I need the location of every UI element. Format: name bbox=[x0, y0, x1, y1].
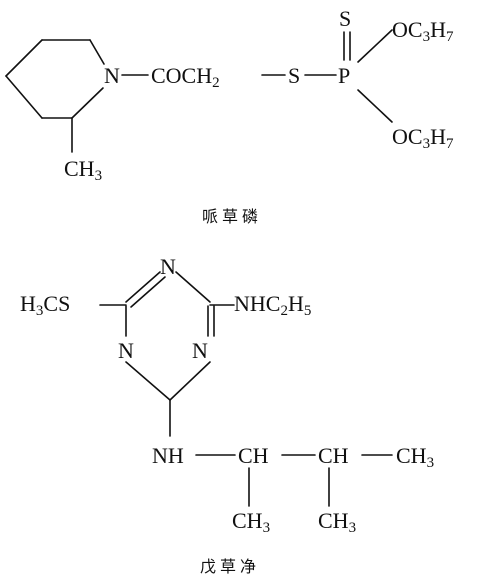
atom-n-left: N bbox=[118, 338, 134, 363]
atom-acyl-chain: COCH2 bbox=[151, 63, 220, 91]
p-o-bond-bottom bbox=[357, 89, 393, 123]
atom-p: P bbox=[338, 63, 350, 88]
ring-bond bbox=[125, 271, 161, 303]
ring-bond bbox=[169, 361, 211, 401]
atom-n-ring: N bbox=[104, 63, 120, 88]
atom-ch3-end: CH3 bbox=[396, 443, 434, 471]
ring-bond bbox=[130, 276, 166, 308]
atom-ch3-ring: CH3 bbox=[64, 156, 102, 184]
atom-oc3h7-top: OC3H7 bbox=[392, 17, 454, 45]
piperidine-ring bbox=[5, 39, 105, 153]
ring-bond bbox=[89, 39, 105, 65]
atom-ch3-sub-1: CH3 bbox=[232, 508, 270, 536]
p-o-bond-top bbox=[357, 29, 393, 63]
ring-bond bbox=[175, 271, 211, 303]
atom-h3cs: H3CS bbox=[20, 291, 70, 319]
ring-bond bbox=[125, 361, 171, 401]
atom-nhc2h5: NHC2H5 bbox=[234, 291, 311, 319]
molecule-1-piperophos: N COCH2 S P S OC3H7 OC3H7 CH3 哌草磷 bbox=[5, 6, 454, 226]
caption-molecule-1: 哌草磷 bbox=[202, 207, 262, 226]
ring-bond bbox=[5, 39, 43, 77]
atom-ch3-sub-2: CH3 bbox=[318, 508, 356, 536]
molecule-2-dimethametryn: N H3CS NHC2H5 N N NH CH CH CH3 CH3 CH3 戊 bbox=[20, 254, 434, 576]
triazine-ring bbox=[125, 271, 215, 401]
ring-bond bbox=[71, 87, 104, 119]
atom-s-top: S bbox=[339, 6, 351, 31]
atom-nh: NH bbox=[152, 443, 184, 468]
atom-n-right: N bbox=[192, 338, 208, 363]
atom-ch-2: CH bbox=[318, 443, 349, 468]
caption-molecule-2: 戊草净 bbox=[200, 557, 260, 576]
ring-bond bbox=[5, 75, 43, 119]
atom-oc3h7-bottom: OC3H7 bbox=[392, 124, 454, 152]
atom-ch-1: CH bbox=[238, 443, 269, 468]
atom-s-link: S bbox=[288, 63, 300, 88]
atom-n-top: N bbox=[160, 254, 176, 279]
